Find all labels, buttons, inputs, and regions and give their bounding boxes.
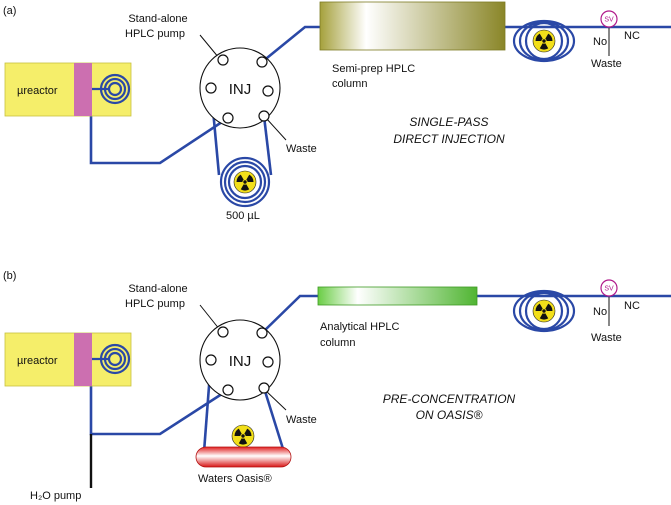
- column-label-a-line2: column: [332, 78, 367, 90]
- pump-label-a-line1: Stand-alone: [128, 13, 187, 25]
- mode-label-b-line2: ON OASIS®: [416, 408, 483, 422]
- pump-label-b-line1: Stand-alone: [128, 283, 187, 295]
- nc-label-b: NC: [624, 300, 640, 312]
- waste-out-label-a: Waste: [591, 58, 622, 70]
- radiation-icon: [233, 170, 257, 194]
- tubing-cartridge-right-b: [262, 387, 286, 453]
- mode-label-a-line1: SINGLE-PASS: [409, 115, 488, 129]
- pump-label-a-line2: HPLC pump: [125, 28, 185, 40]
- analytical-column: [317, 286, 478, 306]
- valve-label-b: INJ: [229, 353, 252, 370]
- reactor-label-a: µreactor: [17, 85, 58, 97]
- reactor-label-b: µreactor: [17, 355, 58, 367]
- output-coil-b: [512, 289, 576, 333]
- tubing-reactor-to-valve-a: [89, 89, 229, 165]
- tubing-reactor-to-valve-b: [89, 360, 229, 436]
- no-label-b: No: [593, 306, 607, 318]
- column-label-a-line1: Semi-prep HPLC: [332, 63, 415, 75]
- microreactor-a: µreactor: [4, 62, 132, 117]
- pump-label-b-line2: HPLC pump: [125, 298, 185, 310]
- selection-valve-a: SV: [600, 10, 618, 56]
- mode-label-b-line1: PRE-CONCENTRATION: [383, 392, 516, 406]
- panel-b: (b) µreactor INJ: [3, 270, 671, 502]
- nc-label-a: NC: [624, 30, 640, 42]
- tubing-to-column-a: [261, 25, 320, 64]
- radiation-icon: [532, 29, 556, 53]
- column-label-b-line2: column: [320, 337, 355, 349]
- panel-b-tag: (b): [3, 270, 16, 282]
- sv-label-b: SV: [604, 286, 614, 293]
- tubing-loop-right-a: [262, 115, 273, 176]
- pump-pointer-a: [199, 34, 220, 59]
- output-coil-a: [512, 19, 576, 63]
- sv-label-a: SV: [604, 17, 614, 24]
- injection-valve-a: INJ: [199, 47, 281, 129]
- waste-label-valve-b: Waste: [286, 414, 317, 426]
- valve-label-a: INJ: [229, 81, 252, 98]
- injection-valve-b: INJ: [199, 319, 281, 401]
- waste-pointer-a: [265, 117, 287, 141]
- oasis-cartridge: [195, 424, 292, 468]
- tubing-to-column-b: [261, 294, 318, 334]
- waste-label-valve-a: Waste: [286, 143, 317, 155]
- selection-valve-b: SV: [600, 279, 618, 326]
- semiprep-column: [319, 1, 506, 51]
- panel-a-tag: (a): [3, 5, 16, 17]
- waste-pointer-b: [264, 389, 287, 411]
- column-label-b-line1: Analytical HPLC: [320, 321, 400, 333]
- cartridge-label: Waters Oasis®: [198, 473, 272, 485]
- h2o-pump-label: H₂O pump: [30, 490, 81, 502]
- no-label-a: No: [593, 36, 607, 48]
- radiation-icon: [532, 299, 556, 323]
- pump-pointer-b: [199, 304, 221, 331]
- loop-coil-a: [219, 156, 271, 208]
- radiation-icon: [231, 424, 255, 448]
- mode-label-a-line2: DIRECT INJECTION: [393, 132, 505, 146]
- loop-label-a: 500 µL: [226, 210, 260, 222]
- panel-a: (a) µreactor INJ: [3, 1, 671, 222]
- microreactor-b: µreactor: [4, 332, 132, 387]
- waste-out-label-b: Waste: [591, 332, 622, 344]
